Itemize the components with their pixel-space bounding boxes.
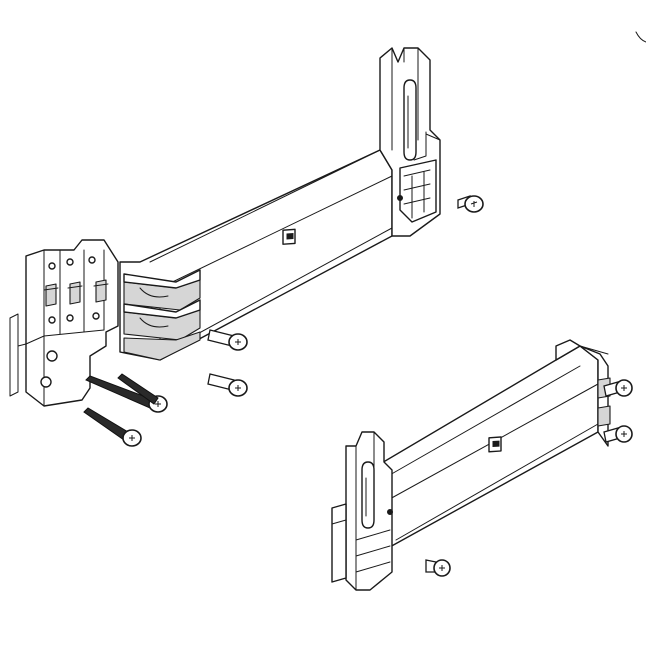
screw-lower-2 [603, 425, 633, 443]
wood-screw-2 [117, 373, 159, 405]
wood-screw-1 [85, 375, 168, 413]
badge-icon [282, 228, 296, 245]
mounting-plate [9, 239, 119, 407]
screw-lower-1 [603, 379, 633, 397]
screw-lower-3 [425, 559, 451, 577]
lower-bracket [331, 339, 611, 591]
screw-upper-2 [207, 329, 248, 351]
corner-mark [635, 31, 646, 43]
upper-bracket [119, 47, 441, 361]
screw-upper-3 [207, 373, 248, 397]
badge-icon-lower [488, 436, 502, 453]
wood-screw-3 [83, 407, 142, 447]
screw-upper-1 [457, 195, 484, 213]
